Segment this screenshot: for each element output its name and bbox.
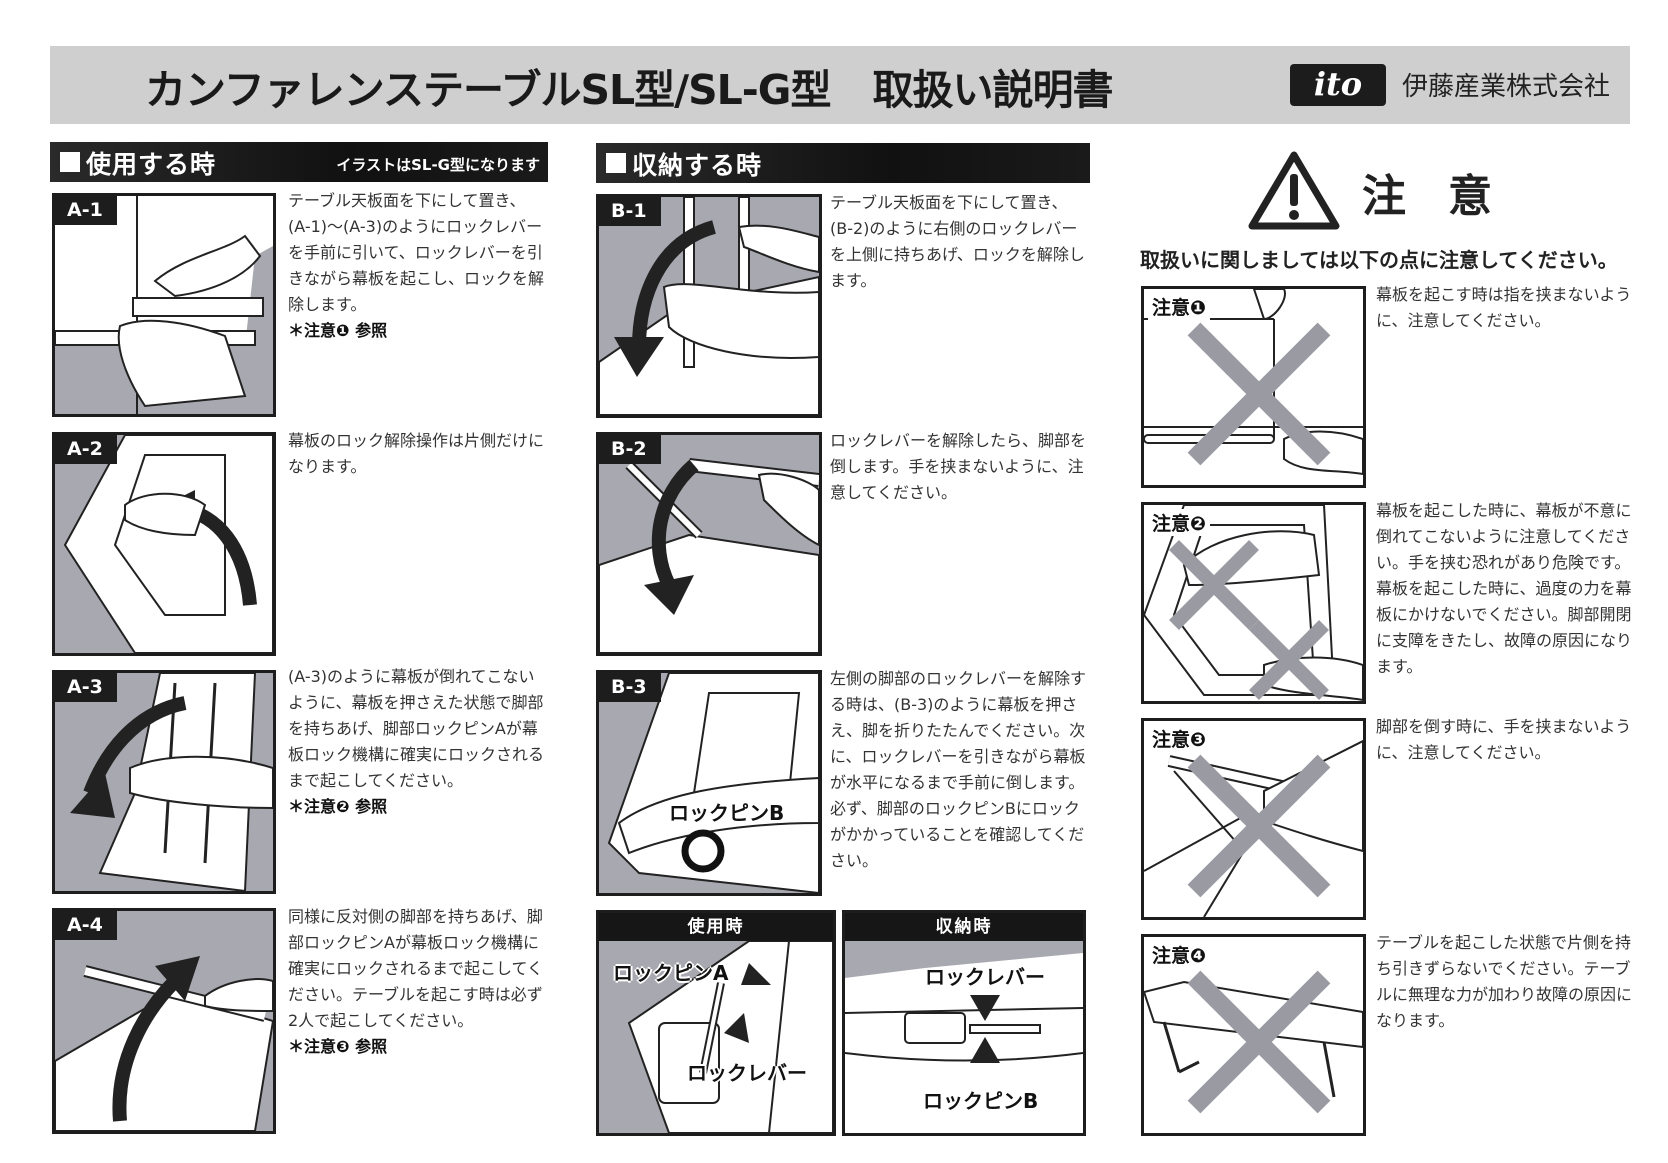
caution-4-text: テーブルを起こした状態で片側を持ち引きずらないでください。テーブルに無理な力が加… <box>1376 933 1633 1030</box>
illustration-b1: B-1 <box>596 194 822 418</box>
caution-1-illustration: 注意❶ <box>1141 286 1366 488</box>
illustration-b2: B-2 <box>596 432 822 656</box>
step-a4-description: 同様に反対側の脚部を持ちあげ、脚部ロックピンAが幕板ロック機構に確実にロックされ… <box>288 904 548 1060</box>
title-band: カンファレンステーブルSL型/SL-G型取扱い説明書 ito 伊藤産業株式会社 <box>50 46 1630 124</box>
step-a2-description: 幕板のロック解除操作は片側だけになります。 <box>288 428 548 480</box>
caution-3-illustration: 注意❸ <box>1141 718 1366 920</box>
opposite-leg-illustration <box>55 956 273 1131</box>
detail-stored: 収納時 ロックレバー ロックピンB <box>842 910 1086 1136</box>
lock-pin-a-callout: ロックピンA <box>613 961 729 985</box>
step-text: 同様に反対側の脚部を持ちあげ、脚部ロックピンAが幕板ロック機構に確実にロックされ… <box>288 907 544 1030</box>
step-text: (A-3)のように幕板が倒れてこないように、幕板を押さえた状態で脚部を持ちあげ、… <box>288 667 545 790</box>
caution-title: 注意 <box>1362 171 1534 222</box>
caution-3-text: 脚部を倒す時に、手を挟まないように、注意してください。 <box>1376 717 1632 762</box>
storage-heading: 収納する時 <box>632 151 763 180</box>
step-text: 左側の脚部のロックレバーを解除する時は、(B-3)のように幕板を押さえ、脚を折り… <box>830 669 1087 870</box>
caution-1-text: 幕板を起こす時は指を挟まないように、注意してください。 <box>1376 285 1632 330</box>
step-a3-description: (A-3)のように幕板が倒れてこないように、幕板を押さえた状態で脚部を持ちあげ、… <box>288 664 548 820</box>
lock-pin-b-callout: ロックピンB <box>669 801 785 825</box>
step-text: テーブル天板面を下にして置き、(B-2)のように右側のロックレバーを上側に持ちあ… <box>830 193 1085 290</box>
illustration-a4: A-4 <box>52 908 276 1134</box>
step-tag: A-4 <box>55 911 117 940</box>
prohibited-x-icon <box>1187 754 1331 898</box>
caution-2-text: 幕板を起こした時に、幕板が不意に倒れてこないように注意してください。手を挟む恐れ… <box>1376 501 1633 676</box>
step-text: テーブル天板面を下にして置き、(A-1)～(A-3)のようにロックレバーを手前に… <box>288 191 545 314</box>
in-use-heading: 使用時 <box>599 913 833 941</box>
leg-fold-illustration <box>599 458 819 653</box>
storage-section-header: 収納する時 <box>596 143 1090 183</box>
square-bullet-icon <box>60 152 80 172</box>
caution-label: 注意❶ <box>1148 293 1211 320</box>
document-title: カンファレンステーブルSL型/SL-G型取扱い説明書 <box>145 56 1113 116</box>
caution-label: 注意❷ <box>1148 509 1211 536</box>
step-text: 幕板のロック解除操作は片側だけになります。 <box>288 431 545 476</box>
caution-reference: ＊注意❶ 参照 <box>288 321 388 340</box>
caution-4-illustration: 注意❹ <box>1141 934 1366 1136</box>
illustration-a1: A-1 <box>52 193 276 417</box>
step-a1-description: テーブル天板面を下にして置き、(A-1)～(A-3)のようにロックレバーを手前に… <box>288 188 548 344</box>
step-tag: A-3 <box>55 673 117 702</box>
prohibited-x-icon <box>1249 620 1329 700</box>
company-logo: ito <box>1290 64 1386 106</box>
step-text: ロックレバーを解除したら、脚部を倒します。手を挟まないように、注意してください。 <box>830 431 1087 502</box>
caution-reference: ＊注意❸ 参照 <box>288 1037 388 1056</box>
warning-triangle-icon <box>1248 151 1340 230</box>
step-b1-description: テーブル天板面を下にして置き、(B-2)のように右側のロックレバーを上側に持ちあ… <box>830 190 1090 294</box>
prohibited-x-icon <box>1187 970 1331 1114</box>
product-name: カンファレンステーブルSL型/SL-G型 <box>145 66 831 114</box>
lever-lift-illustration <box>599 197 819 415</box>
usage-section-header: 使用する時 イラストはSL-G型になります <box>50 142 548 182</box>
prohibited-x-icon <box>1169 540 1259 630</box>
detail-in-use: 使用時 ロックピンA ロックレバー <box>596 910 836 1136</box>
square-bullet-icon <box>606 153 626 173</box>
panel-rotate-illustration <box>63 435 273 653</box>
illustration-b3: B-3 ロックピンB <box>596 670 822 896</box>
lock-lever-callout: ロックレバー <box>687 1061 807 1085</box>
lock-lever-callout: ロックレバー <box>925 965 1045 989</box>
step-tag: B-1 <box>599 197 661 226</box>
usage-heading: 使用する時 <box>86 150 217 179</box>
lock-pin-b-callout: ロックピンB <box>923 1089 1039 1113</box>
illustration-a2: A-2 <box>52 432 276 656</box>
step-tag: B-2 <box>599 435 661 464</box>
caution-reference: ＊注意❷ 参照 <box>288 797 388 816</box>
manual-label: 取扱い説明書 <box>872 66 1113 114</box>
stored-heading: 収納時 <box>845 913 1083 941</box>
lock-pin-b-illustration <box>607 673 819 893</box>
leg-lift-illustration <box>70 673 273 891</box>
step-tag: B-3 <box>599 673 661 702</box>
step-b3-description: 左側の脚部のロックレバーを解除する時は、(B-3)のように幕板を押さえ、脚を折り… <box>830 666 1090 874</box>
caution-label: 注意❹ <box>1148 941 1211 968</box>
caution-subtitle: 取扱いに関しましては以下の点に注意してください。 <box>1140 248 1618 272</box>
step-tag: A-2 <box>55 435 117 464</box>
lock-pin-a-detail-illustration <box>599 940 833 1133</box>
caution-2-illustration: 注意❷ <box>1141 502 1366 704</box>
step-tag: A-1 <box>55 196 117 225</box>
step-b2-description: ロックレバーを解除したら、脚部を倒します。手を挟まないように、注意してください。 <box>830 428 1090 506</box>
illustration-note: イラストはSL-G型になります <box>336 156 540 174</box>
company-name: 伊藤産業株式会社 <box>1402 72 1611 102</box>
lock-lever-detail-illustration <box>845 941 1083 1063</box>
illustration-a3: A-3 <box>52 670 276 894</box>
hands-lever-illustration <box>55 196 273 414</box>
prohibited-x-icon <box>1187 322 1331 466</box>
caution-label: 注意❸ <box>1148 725 1211 752</box>
